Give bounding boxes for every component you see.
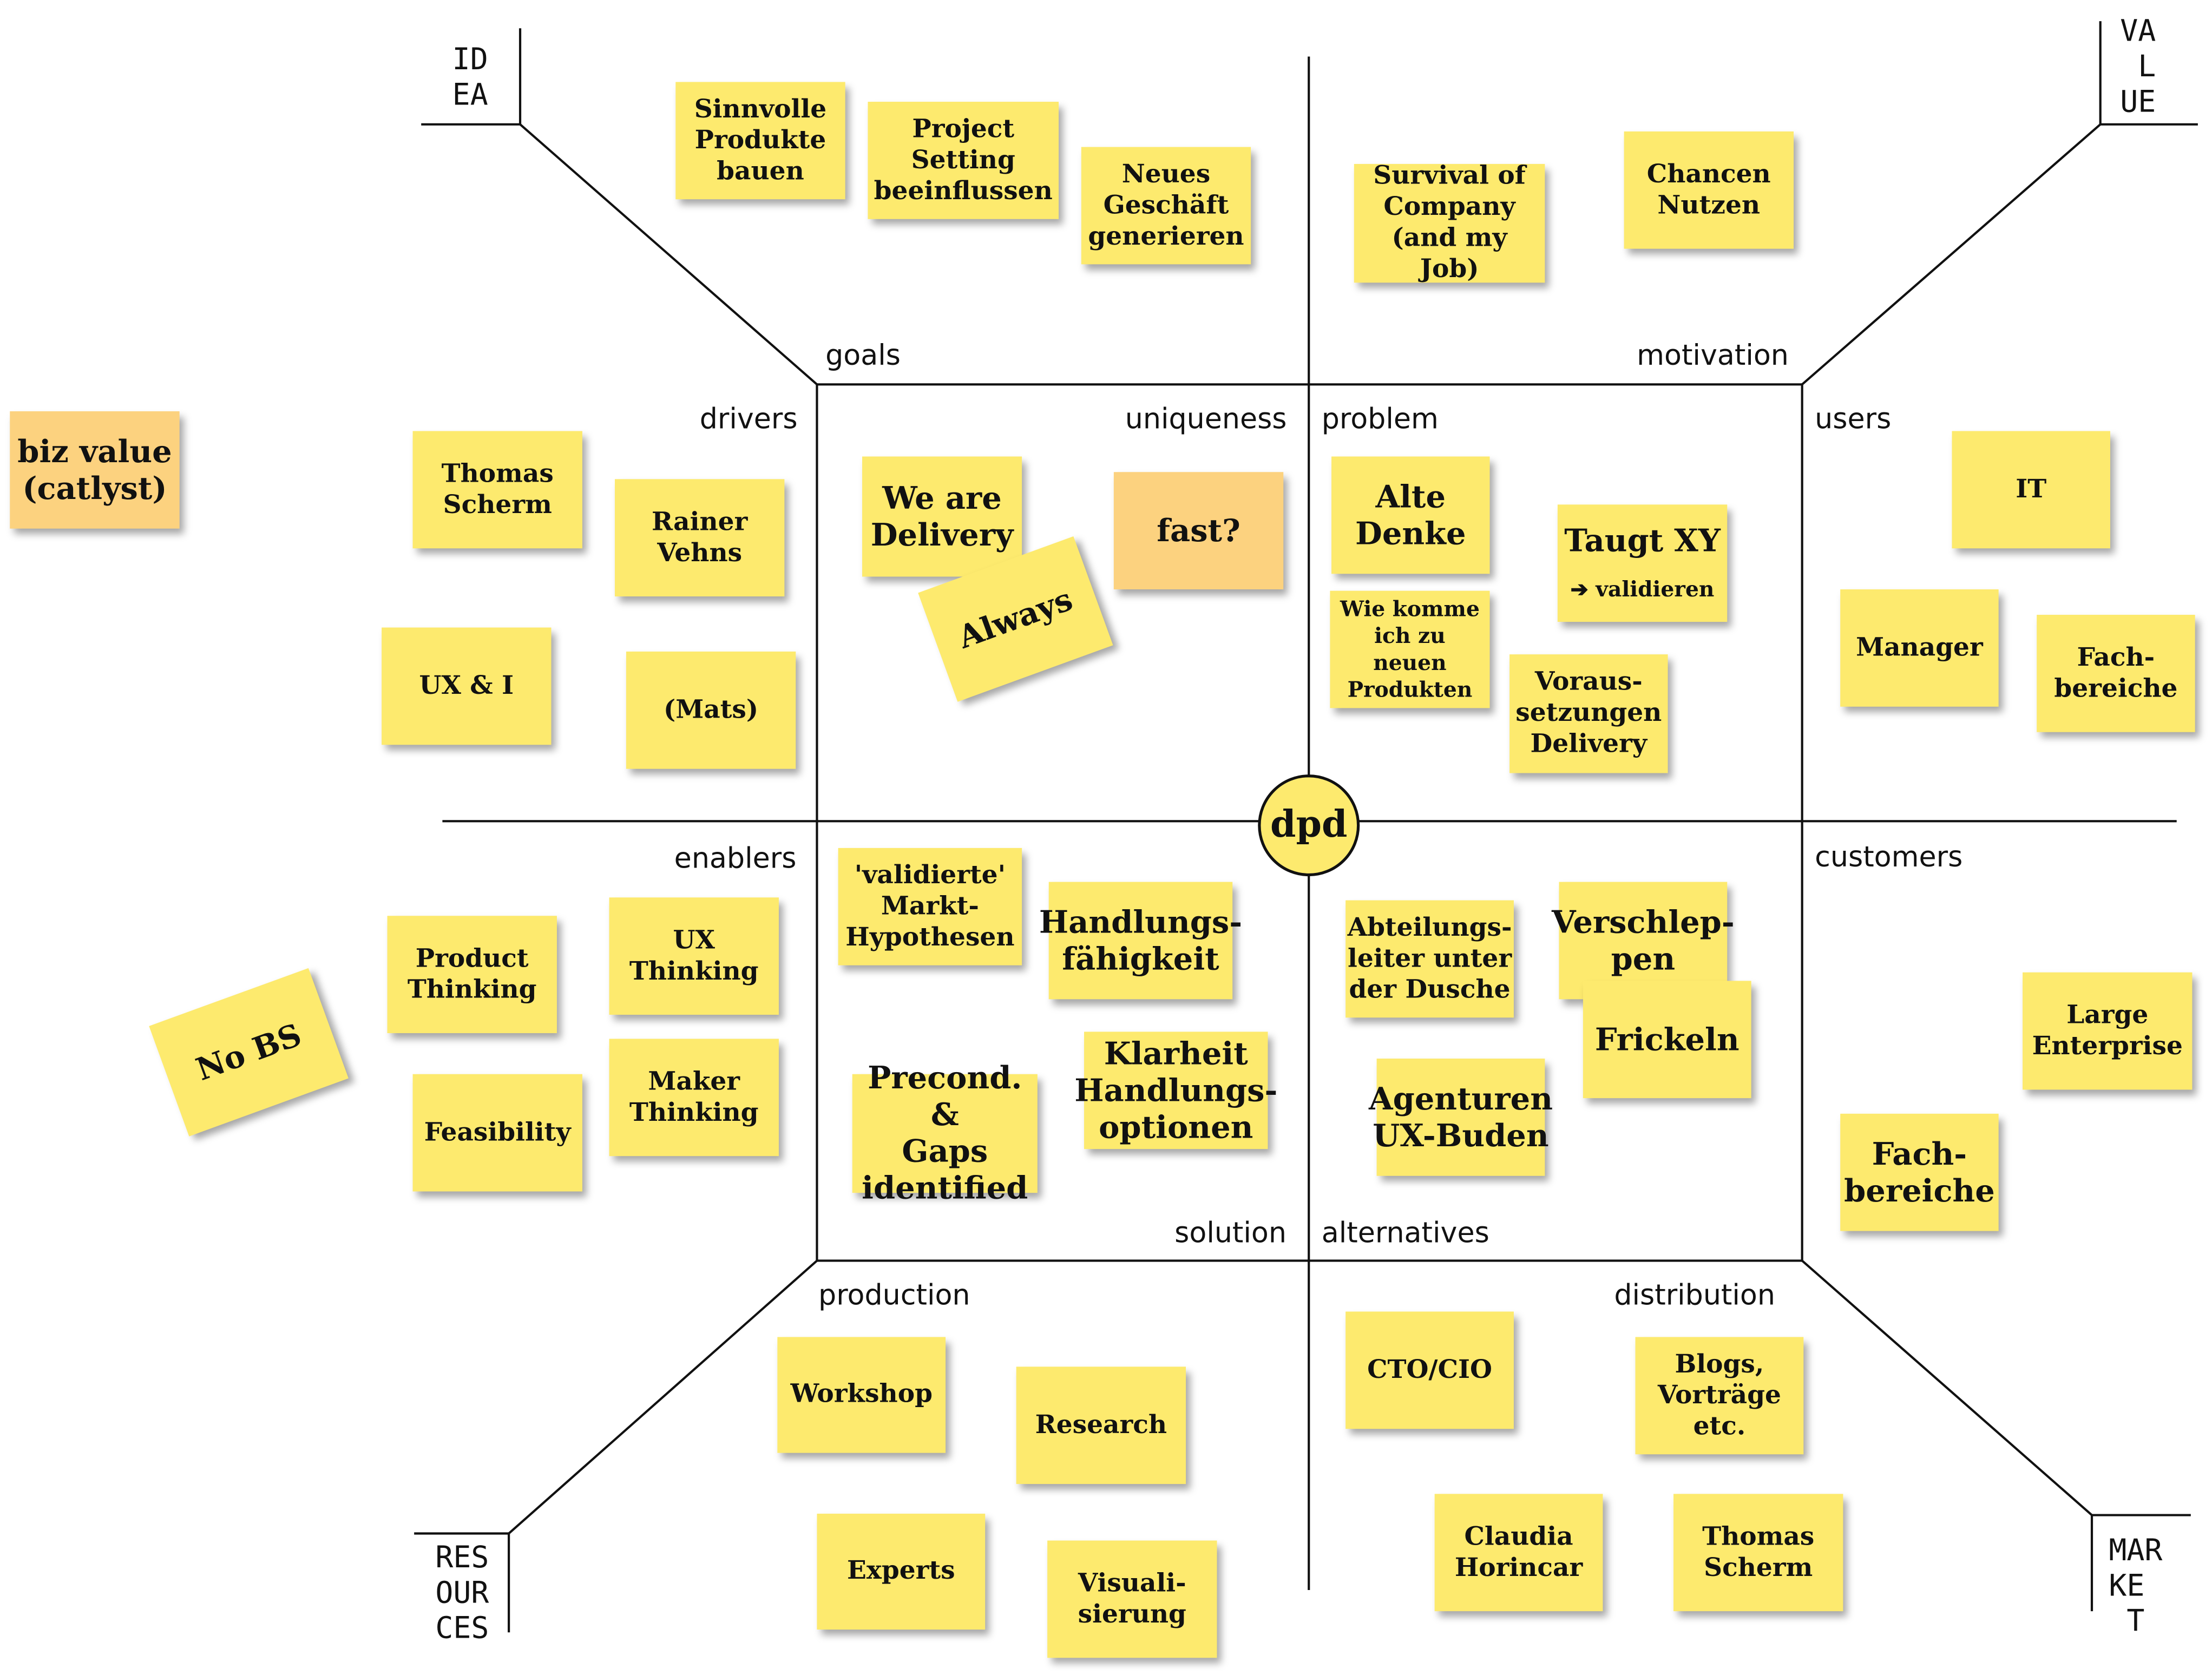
sticky-note-visualisierung[interactable]: Visuali- sierung xyxy=(1047,1540,1217,1658)
label-customers: customers xyxy=(1815,839,1963,873)
label-motivation: motivation xyxy=(1637,338,1789,372)
sticky-note-agenturen[interactable]: Agenturen UX-Buden xyxy=(1369,1059,1553,1176)
sticky-note-thomas-scherm-distribution[interactable]: Thomas Scherm xyxy=(1673,1494,1843,1612)
label-solution: solution xyxy=(1174,1215,1286,1250)
hub-dpd: dpd xyxy=(1258,774,1360,877)
sticky-note-we-are-delivery[interactable]: We are Delivery xyxy=(862,456,1022,577)
label-drivers: drivers xyxy=(699,401,798,436)
sticky-note-cto-cio[interactable]: CTO/CIO xyxy=(1345,1311,1514,1429)
sticky-note-handlungsfaehigkeit[interactable]: Handlungs- fähigkeit xyxy=(1039,882,1242,1000)
sticky-note-experts[interactable]: Experts xyxy=(817,1513,986,1630)
corner-idea: ID EA xyxy=(452,42,488,112)
sticky-note-ux-i[interactable]: UX & I xyxy=(382,627,552,745)
sticky-note-workshop[interactable]: Workshop xyxy=(777,1337,946,1453)
label-enablers: enablers xyxy=(674,840,797,875)
sticky-note-product-thinking[interactable]: Product Thinking xyxy=(387,916,557,1034)
corner-market: MAR KE T xyxy=(2109,1533,2163,1638)
sticky-note-precond-gaps[interactable]: Precond. & Gaps identified xyxy=(852,1060,1038,1207)
sticky-note-rainer-vehns[interactable]: Rainer Vehns xyxy=(615,479,785,597)
sticky-note-verschleppen[interactable]: Verschlep- pen xyxy=(1552,882,1735,1000)
sticky-note-research[interactable]: Research xyxy=(1016,1367,1186,1484)
sticky-note-ux-thinking[interactable]: UX Thinking xyxy=(609,897,779,1015)
diagonal-value xyxy=(1801,123,2102,385)
sticky-note-maker-thinking[interactable]: Maker Thinking xyxy=(609,1039,779,1157)
sticky-note-claudia-horincar[interactable]: Claudia Horincar xyxy=(1434,1494,1603,1612)
sticky-note-biz-value[interactable]: biz value (catlyst) xyxy=(10,411,180,529)
sticky-note-fast[interactable]: fast? xyxy=(1113,472,1284,589)
taugt-xy-subtitle: ➔ validieren xyxy=(1570,576,1715,602)
sticky-note-thomas-scherm[interactable]: Thomas Scherm xyxy=(412,431,582,549)
sticky-note-klarheit[interactable]: Klarheit Handlungs- optionen xyxy=(1074,1032,1277,1149)
sticky-note-wie-komme[interactable]: Wie komme ich zu neuen Produkten xyxy=(1330,590,1490,708)
sticky-note-chancen[interactable]: Chancen Nutzen xyxy=(1624,131,1794,249)
diagonal-market xyxy=(1801,1259,2093,1516)
sticky-note-alte-denke[interactable]: Alte Denke xyxy=(1331,456,1490,574)
label-problem: problem xyxy=(1321,401,1439,436)
sticky-note-validierte-hypothesen[interactable]: 'validierte' Markt- Hypothesen xyxy=(838,848,1022,965)
sticky-note-fachbereiche-customers[interactable]: Fach- bereiche xyxy=(1840,1113,1999,1231)
sticky-note-project-setting[interactable]: Project Setting beeinflussen xyxy=(868,102,1059,219)
label-production: production xyxy=(818,1277,970,1312)
sticky-note-blogs[interactable]: Blogs, Vorträge etc. xyxy=(1635,1337,1804,1455)
sticky-note-manager[interactable]: Manager xyxy=(1840,589,1999,707)
sticky-note-taugt-xy[interactable]: Taugt XY ➔ validieren xyxy=(1557,504,1728,622)
label-users: users xyxy=(1815,401,1892,436)
sticky-note-it[interactable]: IT xyxy=(1952,431,2110,549)
sticky-note-neues-geschaeft[interactable]: Neues Geschäft generieren xyxy=(1081,147,1251,265)
label-goals: goals xyxy=(825,338,901,372)
taugt-xy-title: Taugt XY xyxy=(1564,522,1721,559)
corner-value: VA L UE xyxy=(2120,14,2156,119)
label-uniqueness: uniqueness xyxy=(1125,401,1287,436)
sticky-note-mats[interactable]: (Mats) xyxy=(626,651,796,769)
label-distribution: distribution xyxy=(1614,1277,1776,1312)
sticky-note-feasibility[interactable]: Feasibility xyxy=(412,1074,582,1192)
sticky-note-voraussetzungen[interactable]: Voraus- setzungen Delivery xyxy=(1509,654,1668,773)
label-alternatives: alternatives xyxy=(1321,1215,1489,1250)
diagonal-idea xyxy=(519,123,818,385)
corner-resources: RES OUR CES xyxy=(435,1540,489,1645)
sticky-note-survival[interactable]: Survival of Company (and my Job) xyxy=(1354,161,1545,284)
sticky-note-frickeln[interactable]: Frickeln xyxy=(1583,981,1751,1099)
sticky-note-large-enterprise[interactable]: Large Enterprise xyxy=(2023,972,2193,1090)
sticky-note-abteilungsleiter[interactable]: Abteilungs- leiter unter der Dusche xyxy=(1345,900,1514,1018)
sticky-note-fachbereiche-users[interactable]: Fach- bereiche xyxy=(2037,615,2195,732)
sticky-note-sinnvolle-produkte[interactable]: Sinnvolle Produkte bauen xyxy=(675,82,845,200)
diagonal-resources xyxy=(508,1259,818,1535)
